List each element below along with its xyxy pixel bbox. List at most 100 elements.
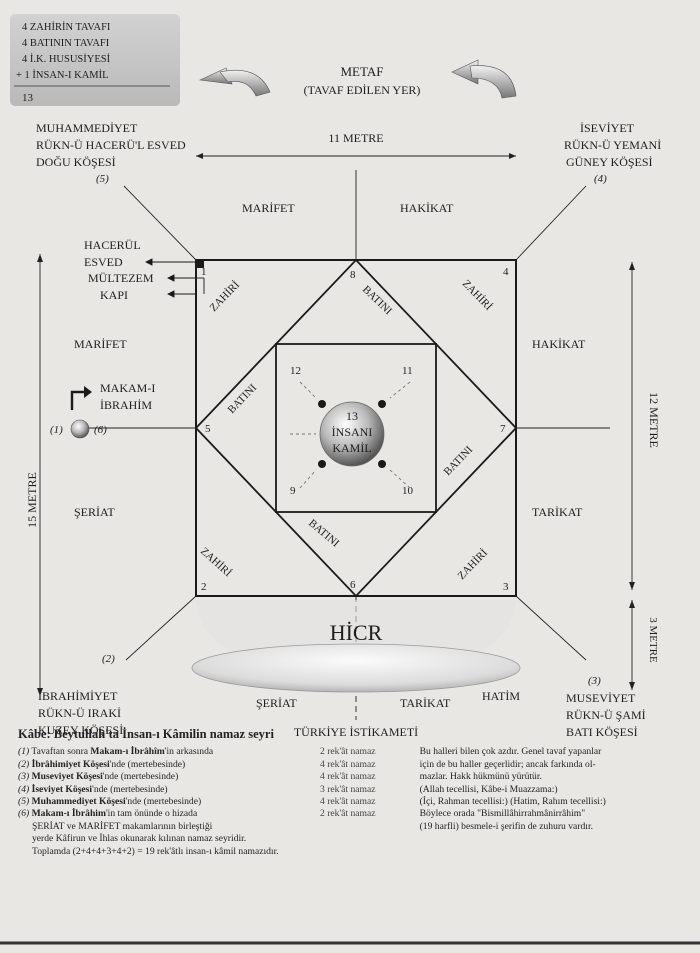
batini-top: BATINI [360, 284, 395, 318]
batini-left: BATINI [226, 382, 260, 417]
list-item: (3) Museviyet Köşesi'nde (mertebesinde) … [18, 771, 416, 783]
corner-iseviyet-l2: RÜKN-Ü YEMANİ [564, 138, 661, 152]
kapi-label: KAPI [100, 288, 128, 302]
corner-number-7: 7 [500, 423, 506, 435]
zahiri-bottom-left: ZAHİRİ [198, 545, 234, 579]
corner-museviyet-l2: RÜKN-Ü ŞAMİ [566, 708, 646, 722]
center-number: 13 [346, 409, 358, 423]
makam-ibrahim-stone [71, 420, 89, 438]
namaz-list: (1) Tavaftan sonra Makam-ı İbrâhîm'in ar… [18, 746, 416, 858]
summary-line-1: 4 ZAHİRİN TAVAFI [22, 21, 111, 33]
item-rekat: 4 rek'ât namaz [320, 771, 410, 783]
hacerul-label-2: ESVED [84, 255, 123, 269]
note-line-4: (Allah tecellisi, Kâbe-i Muazzama:) [420, 784, 688, 796]
item-bold: Makam-ı İbrâhîm [90, 746, 164, 757]
center-label-2: KAMİL [332, 441, 371, 455]
item-number: (3) [18, 771, 29, 782]
summary-line-3: 4 İ.K. HUSUSİYESİ [22, 53, 111, 65]
notes-column: Bu halleri bilen çok azdır. Genel tavaf … [416, 746, 688, 858]
inner-number-12: 12 [290, 365, 301, 377]
item-rekat: 4 rek'ât namaz [320, 759, 410, 771]
item-rekat: 3 rek'ât namaz [320, 784, 410, 796]
item-rekat: 2 rek'ât namaz [320, 746, 410, 758]
note-line-1: Bu halleri bilen çok azdır. Genel tavaf … [420, 746, 688, 758]
item-post: 'in arkasında [165, 746, 213, 757]
corner-number-6: 6 [350, 579, 356, 591]
corner-ibrahimiyet-l2: RÜKN-Ü IRAKİ [38, 706, 121, 720]
corner-museviyet-num: (3) [588, 675, 601, 687]
list-item: (1) Tavaftan sonra Makam-ı İbrâhîm'in ar… [18, 746, 416, 758]
summary-line-4: + 1 İNSAN-I KAMİL [16, 69, 109, 81]
summary-total: 13 [22, 92, 34, 104]
list-item: (5) Muhammediyet Köşesi'nde (mertebesind… [18, 796, 416, 808]
item-pre: Tavaftan sonra [31, 746, 90, 757]
metaf-left-arrow-icon [200, 68, 270, 96]
extra-line-2: yerde Kâfirun ve İhlas okunarak kılınan … [18, 833, 416, 845]
seriat-left-label: ŞERİAT [74, 505, 115, 519]
section-title: Kâbe: Beytullah'ta İnsan-ı Kâmilin namaz… [18, 728, 688, 740]
item-post: 'nde (mertebesinde) [92, 784, 168, 795]
note-line-5: (İçi, Rahman tecellisi:) (Hatim, Rahım t… [420, 796, 688, 808]
namaz-seyri-section: Kâbe: Beytullah'ta İnsan-ı Kâmilin namaz… [18, 728, 688, 858]
item-bold: Museviyet Köşesi [32, 771, 103, 782]
dim-left-label: 15 METRE [25, 472, 39, 528]
item-rekat: 2 rek'ât namaz [320, 808, 410, 820]
note-line-7: (19 harfli) besmele-i şerifin de zuhuru … [420, 821, 688, 833]
item-bold: Muhammediyet Köşesi [32, 796, 126, 807]
corner-iseviyet-l3: GÜNEY KÖŞESİ [566, 155, 653, 169]
left-num-6: (6) [94, 424, 107, 436]
hacerul-label-1: HACERÜL [84, 238, 141, 252]
corner-museviyet-l1: MUSEVİYET [566, 691, 636, 705]
item-number: (5) [18, 796, 29, 807]
item-bold: Makam-ı İbrâhim [32, 808, 106, 819]
hicr-label: HİCR [330, 620, 383, 645]
summary-box: 4 ZAHİRİN TAVAFI 4 BATININ TAVAFI 4 İ.K.… [10, 14, 180, 106]
hatim-label: HATİM [482, 689, 520, 703]
batini-bottom: BATINI [306, 517, 342, 550]
marifet-left-label: MARİFET [74, 337, 127, 351]
inner-number-11: 11 [402, 365, 413, 377]
item-number: (6) [18, 808, 29, 819]
item-rekat: 4 rek'ât namaz [320, 796, 410, 808]
corner-muhammediyet-l1: MUHAMMEDİYET [36, 121, 138, 135]
multezem-label: MÜLTEZEM [88, 271, 154, 285]
corner-number-4: 4 [503, 266, 509, 278]
hakikat-right-label: HAKİKAT [532, 337, 586, 351]
corner-iseviyet-l1: İSEVİYET [580, 121, 635, 135]
list-item: (2) İbrâhimiyet Köşesi'nde (mertebesinde… [18, 759, 416, 771]
item-bold: İbrâhimiyet Köşesi [32, 759, 110, 770]
note-line-3: mazlar. Hakk hükmünü yürütür. [420, 771, 688, 783]
list-item: (4) İseviyet Köşesi'nde (mertebesinde) 3… [18, 784, 416, 796]
note-line-6: Böylece orada "Bismillâhirrahmânirrâhim" [420, 808, 688, 820]
corner-number-3: 3 [503, 581, 509, 593]
center-label-1: İNSANI [332, 425, 373, 439]
corner-number-8: 8 [350, 269, 356, 281]
note-line-2: için de bu haller geçerlidir; ancak fark… [420, 759, 688, 771]
corner-iseviyet-num: (4) [594, 173, 607, 185]
dim-right-label: 12 METRE [647, 392, 661, 448]
seriat-bottom-label: ŞERİAT [256, 696, 297, 710]
item-post: 'nde (mertebesinde) [103, 771, 179, 782]
zahiri-top-left: ZAHİRİ [208, 279, 243, 314]
inner-number-9: 9 [290, 485, 296, 497]
hicr-area [192, 600, 520, 692]
inner-number-10: 10 [402, 485, 414, 497]
item-post: 'in tam önünde o hizada [106, 808, 197, 819]
corner-ibrahimiyet-l1: İBRAHİMİYET [38, 689, 118, 703]
marifet-top-label: MARİFET [242, 201, 295, 215]
metaf-title: METAF [340, 64, 383, 79]
extra-line-3: Toplamda (2+4+4+3+4+2) = 19 rek'âtlı ins… [18, 846, 416, 858]
item-number: (1) [18, 746, 29, 757]
makam-ibrahim-arrow-icon [72, 386, 92, 410]
hakikat-top-label: HAKİKAT [400, 201, 454, 215]
corner-muhammediyet-num: (5) [96, 173, 109, 185]
left-num-1: (1) [50, 424, 63, 436]
tarikat-bottom-label: TARİKAT [400, 696, 451, 710]
list-item: (6) Makam-ı İbrâhim'in tam önünde o hiza… [18, 808, 416, 820]
item-bold: İseviyet Köşesi [32, 784, 93, 795]
metaf-right-arrow-icon [452, 60, 516, 98]
dim-top-label: 11 METRE [328, 131, 383, 145]
corner-number-5: 5 [205, 423, 211, 435]
corner-number-1: 1 [201, 266, 207, 278]
corner-muhammediyet-l3: DOĞU KÖŞESİ [36, 155, 116, 169]
